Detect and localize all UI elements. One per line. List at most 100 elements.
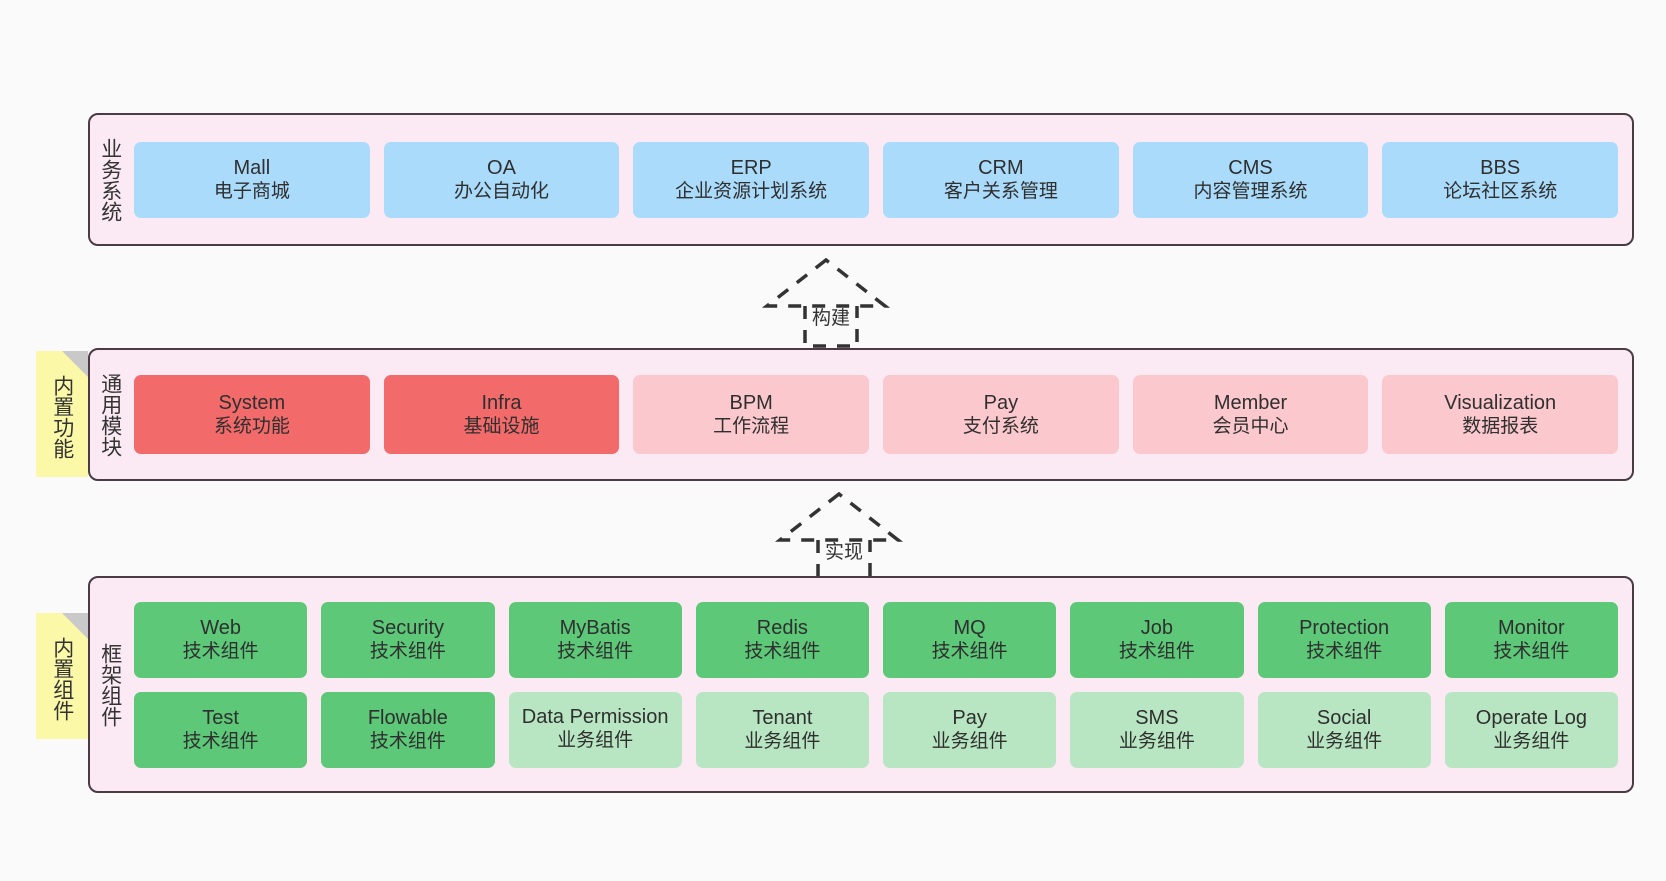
card-operate-log[interactable]: Operate Log 业务组件	[1444, 691, 1618, 768]
card-mq[interactable]: MQ 技术组件	[883, 601, 1057, 678]
card-subtitle: 电子商城	[213, 181, 290, 203]
card-job[interactable]: Job 技术组件	[1070, 601, 1244, 678]
card-subtitle: 客户关系管理	[943, 181, 1058, 203]
card-row: Web 技术组件 Security 技术组件 MyBatis 技术组件 Redi…	[134, 601, 1618, 678]
card-cms[interactable]: CMS 内容管理系统	[1132, 141, 1369, 218]
card-erp[interactable]: ERP 企业资源计划系统	[633, 141, 870, 218]
card-flowable[interactable]: Flowable 技术组件	[321, 691, 495, 768]
sticky-fold-corner-icon	[62, 613, 88, 639]
card-infra[interactable]: Infra 基础设施	[383, 375, 620, 454]
card-test[interactable]: Test 技术组件	[134, 691, 308, 768]
card-subtitle: 业务组件	[1306, 731, 1383, 753]
card-title: Redis	[756, 616, 808, 639]
card-system[interactable]: System 系统功能	[134, 375, 370, 454]
card-subtitle: 技术组件	[369, 641, 446, 663]
card-title: Web	[200, 616, 241, 639]
layer-business-system: 业务系统 Mall 电子商城 OA 办公自动化 ERP 企业资源计划系统 CRM…	[88, 113, 1634, 246]
card-monitor[interactable]: Monitor 技术组件	[1444, 601, 1618, 678]
card-title: ERP	[730, 156, 772, 179]
card-subtitle: 技术组件	[1118, 641, 1195, 663]
card-title: SMS	[1135, 706, 1179, 729]
sticky-note-builtin-component: 内置组件	[36, 613, 88, 739]
card-subtitle: 技术组件	[1306, 641, 1383, 663]
card-member[interactable]: Member 会员中心	[1132, 375, 1369, 454]
card-mall[interactable]: Mall 电子商城	[134, 141, 370, 218]
card-title: Social	[1316, 706, 1372, 729]
layer-body-common-module: System 系统功能 Infra 基础设施 BPM 工作流程 Pay 支付系统…	[130, 350, 1632, 479]
layer-framework-component: 框架组件 Web 技术组件 Security 技术组件 MyBatis 技术组件…	[88, 576, 1634, 793]
card-subtitle: 技术组件	[744, 641, 821, 663]
card-subtitle: 数据报表	[1462, 416, 1539, 438]
connector-build-label: 构建	[811, 308, 851, 329]
card-sms[interactable]: SMS 业务组件	[1070, 691, 1244, 768]
card-oa[interactable]: OA 办公自动化	[383, 141, 620, 218]
card-pay[interactable]: Pay 支付系统	[883, 375, 1119, 454]
card-subtitle: 技术组件	[369, 731, 446, 753]
card-pay-business[interactable]: Pay 业务组件	[883, 691, 1057, 768]
card-title: Member	[1213, 391, 1288, 414]
connector-implement: 实现	[770, 492, 920, 582]
card-title: Flowable	[367, 706, 448, 729]
card-mybatis[interactable]: MyBatis 技术组件	[508, 601, 682, 678]
layer-title-business-system: 业务系统	[98, 137, 122, 222]
card-subtitle: 技术组件	[557, 641, 634, 663]
card-visualization[interactable]: Visualization 数据报表	[1382, 375, 1619, 454]
sticky-note-builtin-function: 内置功能	[36, 351, 88, 477]
sticky-note-label: 内置功能	[50, 375, 74, 459]
card-tenant[interactable]: Tenant 业务组件	[695, 691, 869, 768]
card-data-permission[interactable]: Data Permission 业务组件	[508, 691, 682, 768]
card-subtitle: 业务组件	[931, 731, 1008, 753]
card-bpm[interactable]: BPM 工作流程	[633, 375, 870, 454]
connector-build: 构建	[757, 258, 907, 348]
card-subtitle: 技术组件	[182, 641, 259, 663]
card-title: Operate Log	[1475, 706, 1587, 729]
card-subtitle: 系统功能	[213, 416, 290, 438]
card-subtitle: 论坛社区系统	[1443, 181, 1558, 203]
card-redis[interactable]: Redis 技术组件	[695, 601, 869, 678]
card-title: Protection	[1299, 616, 1390, 639]
card-social[interactable]: Social 业务组件	[1257, 691, 1431, 768]
card-title: OA	[487, 156, 516, 179]
card-title: MQ	[953, 616, 986, 639]
card-title: Security	[371, 616, 444, 639]
card-title: BPM	[729, 391, 773, 414]
layer-common-module: 通用模块 System 系统功能 Infra 基础设施 BPM 工作流程 Pay…	[88, 348, 1634, 481]
card-subtitle: 业务组件	[744, 731, 821, 753]
card-title: Tenant	[752, 706, 813, 729]
card-title: MyBatis	[559, 616, 631, 639]
card-title: CMS	[1228, 156, 1273, 179]
layer-body-business-system: Mall 电子商城 OA 办公自动化 ERP 企业资源计划系统 CRM 客户关系…	[130, 115, 1632, 244]
card-title: Data Permission	[521, 706, 669, 729]
card-title: Job	[1140, 616, 1173, 639]
sticky-fold-corner-icon	[62, 351, 88, 377]
card-title: CRM	[978, 156, 1024, 179]
card-subtitle: 业务组件	[1118, 731, 1195, 753]
sticky-note-label: 内置组件	[50, 637, 74, 721]
card-subtitle: 内容管理系统	[1193, 181, 1308, 203]
card-title: Infra	[481, 391, 522, 414]
card-title: Pay	[952, 706, 987, 729]
card-security[interactable]: Security 技术组件	[321, 601, 495, 678]
card-row: Mall 电子商城 OA 办公自动化 ERP 企业资源计划系统 CRM 客户关系…	[134, 141, 1619, 218]
card-title: Monitor	[1498, 616, 1565, 639]
card-subtitle: 企业资源计划系统	[675, 181, 828, 203]
card-subtitle: 技术组件	[182, 731, 259, 753]
card-subtitle: 办公自动化	[454, 181, 550, 203]
card-web[interactable]: Web 技术组件	[134, 601, 308, 678]
card-subtitle: 技术组件	[931, 641, 1008, 663]
card-protection[interactable]: Protection 技术组件	[1257, 601, 1431, 678]
card-bbs[interactable]: BBS 论坛社区系统	[1382, 141, 1619, 218]
card-crm[interactable]: CRM 客户关系管理	[883, 141, 1119, 218]
layer-body-framework-component: Web 技术组件 Security 技术组件 MyBatis 技术组件 Redi…	[130, 578, 1632, 791]
card-title: BBS	[1480, 156, 1521, 179]
card-subtitle: 基础设施	[463, 416, 540, 438]
card-title: Mall	[233, 156, 271, 179]
card-title: Pay	[983, 391, 1019, 414]
card-subtitle: 支付系统	[962, 416, 1039, 438]
card-subtitle: 会员中心	[1212, 416, 1289, 438]
card-row: System 系统功能 Infra 基础设施 BPM 工作流程 Pay 支付系统…	[134, 375, 1619, 454]
card-title: System	[218, 391, 286, 414]
card-subtitle: 业务组件	[557, 729, 634, 751]
card-row: Test 技术组件 Flowable 技术组件 Data Permission …	[134, 691, 1618, 768]
